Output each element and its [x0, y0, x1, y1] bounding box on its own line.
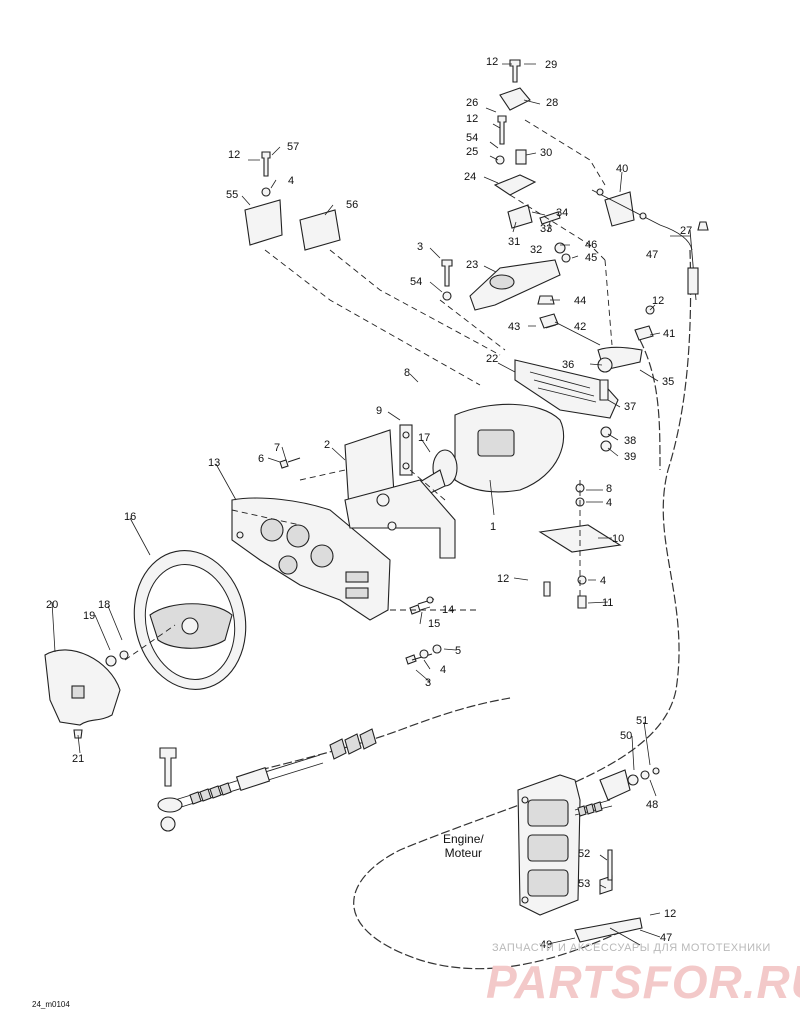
callout-54: 54	[410, 276, 422, 288]
callout-7: 7	[274, 442, 280, 454]
callout-50: 50	[620, 730, 632, 742]
callout-51: 51	[636, 715, 648, 727]
callout-57: 57	[287, 141, 299, 153]
bracket-10-stack	[538, 483, 622, 609]
callout-12: 12	[486, 56, 498, 68]
callout-14: 14	[442, 604, 454, 616]
callout-8: 8	[404, 367, 410, 379]
callout-9: 9	[376, 405, 382, 417]
callout-34: 34	[556, 207, 568, 219]
callout-56: 56	[346, 199, 358, 211]
callout-35: 35	[662, 376, 674, 388]
engine-label-line1: Engine/	[443, 832, 484, 846]
callout-53: 53	[578, 878, 590, 890]
watermark-logo: PARTSFOR.RU	[486, 956, 800, 1008]
callout-12: 12	[664, 908, 676, 920]
hub-cover	[44, 649, 129, 739]
column-brackets	[344, 424, 456, 559]
drawing-code: 24_m0104	[32, 1000, 70, 1009]
callout-47: 47	[646, 249, 658, 261]
callout-41: 41	[663, 328, 675, 340]
callout-5: 5	[455, 645, 461, 657]
callout-45: 45	[585, 252, 597, 264]
callout-54: 54	[466, 132, 478, 144]
callout-2: 2	[324, 439, 330, 451]
callout-38: 38	[624, 435, 636, 447]
callout-4: 4	[288, 175, 294, 187]
engine-label: Engine/ Moteur	[443, 832, 484, 860]
throttle-lever-plate	[514, 305, 655, 452]
callout-23: 23	[466, 259, 478, 271]
callout-6: 6	[258, 453, 264, 465]
callout-30: 30	[540, 147, 552, 159]
callout-3: 3	[425, 677, 431, 689]
callout-42: 42	[574, 321, 586, 333]
throttle-cable	[353, 229, 699, 970]
leader-lines	[51, 63, 690, 945]
callout-15: 15	[428, 618, 440, 630]
callout-26: 26	[466, 97, 478, 109]
callout-40: 40	[616, 163, 628, 175]
steering-wheel	[133, 550, 247, 690]
callout-3: 3	[417, 241, 423, 253]
callout-12: 12	[466, 113, 478, 125]
callout-33: 33	[540, 223, 552, 235]
callout-39: 39	[624, 451, 636, 463]
callout-27: 27	[680, 225, 692, 237]
callout-1: 1	[490, 521, 496, 533]
callout-36: 36	[562, 359, 574, 371]
callout-21: 21	[72, 753, 84, 765]
callout-4: 4	[606, 497, 612, 509]
switch-housing	[244, 151, 341, 251]
engine-throttle-body	[517, 767, 660, 946]
callout-22: 22	[486, 353, 498, 365]
callout-55: 55	[226, 189, 238, 201]
callout-11: 11	[602, 597, 613, 609]
callout-17: 17	[418, 432, 430, 444]
steering-cable	[157, 697, 511, 832]
callout-20: 20	[46, 599, 58, 611]
callout-43: 43	[508, 321, 520, 333]
callout-10: 10	[612, 533, 624, 545]
callout-8: 8	[606, 483, 612, 495]
callout-48: 48	[646, 799, 658, 811]
callout-13: 13	[208, 457, 220, 469]
callout-31: 31	[508, 236, 520, 248]
callout-12: 12	[228, 149, 240, 161]
cable-boot	[687, 267, 699, 295]
watermark-tagline: ЗАПЧАСТИ И АКСЕССУАРЫ ДЛЯ МОТОТЕХНИКИ	[492, 942, 771, 954]
callout-46: 46	[585, 239, 597, 251]
callout-49: 49	[540, 939, 552, 951]
callout-37: 37	[624, 401, 636, 413]
callout-32: 32	[530, 244, 542, 256]
callout-47: 47	[660, 932, 672, 944]
callout-29: 29	[545, 59, 557, 71]
callout-12: 12	[497, 573, 509, 585]
engine-label-line2: Moteur	[444, 846, 483, 860]
callout-labels: 29 12 26 28 12 54 25 30 24 34 33 31 32 4…	[46, 56, 692, 951]
callout-19: 19	[83, 610, 95, 622]
callout-18: 18	[98, 599, 110, 611]
callout-16: 16	[124, 511, 136, 523]
cable-bracket-40	[591, 188, 709, 251]
callout-24: 24	[464, 171, 476, 183]
callout-25: 25	[466, 146, 478, 158]
callout-52: 52	[578, 848, 590, 860]
callout-4: 4	[440, 664, 446, 676]
callout-28: 28	[546, 97, 558, 109]
callout-4: 4	[600, 575, 606, 587]
assembly-lines	[124, 119, 613, 661]
throttle-bracket	[441, 59, 601, 346]
callout-12: 12	[652, 295, 664, 307]
callout-44: 44	[574, 295, 586, 307]
